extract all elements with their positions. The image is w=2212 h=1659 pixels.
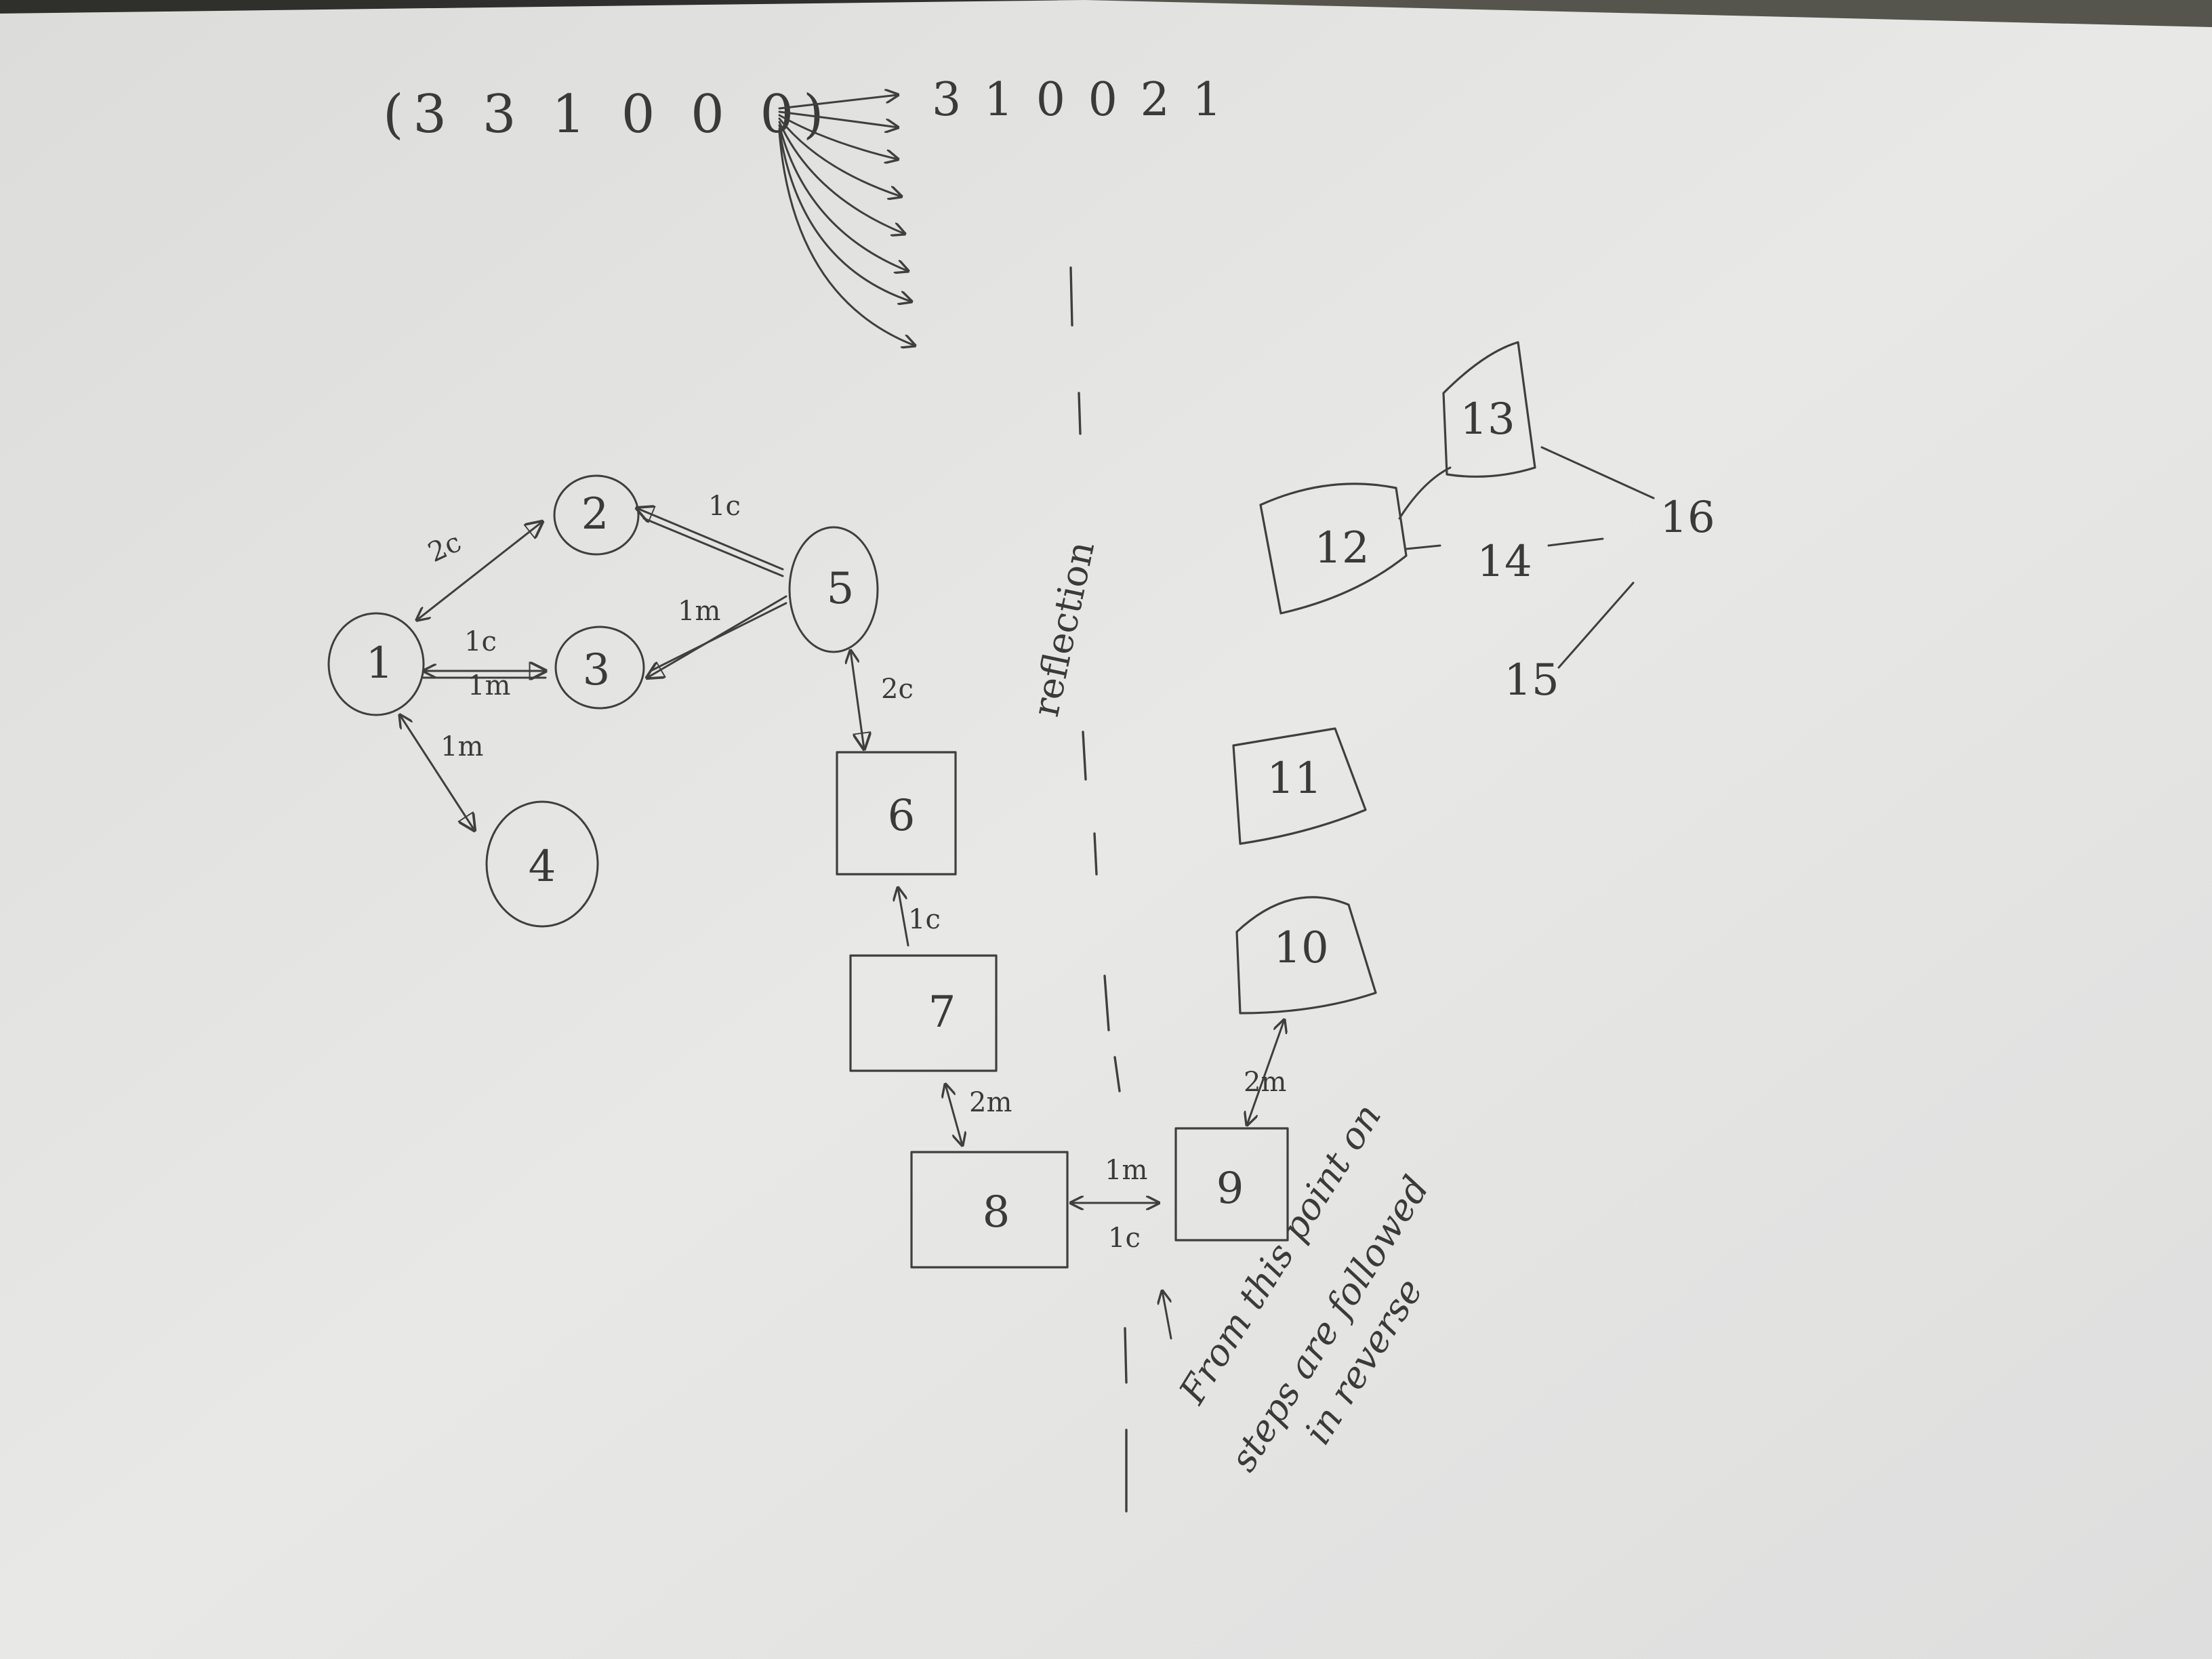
node-4-label: 4 [529, 842, 556, 892]
pointer-arrow [1162, 1291, 1172, 1340]
node-4-circle [485, 800, 599, 928]
edge-label-9-10: 2m [1244, 1067, 1286, 1098]
edge-12-13 [1398, 466, 1452, 520]
divider-dash-1 [1069, 266, 1073, 327]
divider-dash-7 [1124, 1327, 1128, 1384]
fan-arrow-8 [778, 131, 915, 346]
edge-label-2-5: 1c [708, 491, 741, 522]
edge-15-16 [1557, 581, 1635, 669]
node-14-label: 14 [1477, 537, 1532, 587]
node-2-label: 2 [581, 489, 609, 539]
node-11-box [1232, 727, 1367, 845]
edge-1-4 [400, 715, 474, 830]
edge-label-1-4: 1m [441, 731, 483, 762]
edge-13-16 [1540, 446, 1655, 499]
edge-1-2 [417, 522, 542, 620]
goal-state: 3 1 0 0 2 1 [932, 73, 1226, 127]
edge-label-7-8: 2m [969, 1087, 1012, 1118]
fan-arrow-2 [778, 110, 898, 127]
edge-7-8 [945, 1084, 962, 1145]
fan-arrow-7 [778, 127, 912, 302]
pointer-arrow-shaft [1162, 1291, 1172, 1340]
node-1-label: 1 [366, 638, 394, 689]
divider-dash-4 [1093, 832, 1098, 876]
edge-14-16 [1547, 537, 1604, 547]
edge-2-5-b [642, 517, 784, 577]
edge-label-1-3-top: 1c [464, 626, 497, 657]
node-8-box [910, 1151, 1069, 1269]
node-12-label: 12 [1314, 523, 1369, 573]
edge-label-1-3-bottom: 1m [468, 670, 510, 701]
fan-arrow-3 [778, 114, 898, 159]
edge-2-5 [637, 508, 784, 571]
edge-label-8-9-bottom: 1c [1108, 1223, 1141, 1254]
start-state: (3 3 1 0 0 0) [383, 84, 834, 145]
edge-6-7 [898, 888, 909, 947]
node-7-box [849, 954, 998, 1072]
edge-12-14 [1405, 544, 1441, 550]
divider-dash-6 [1113, 1056, 1121, 1092]
node-5-circle [788, 526, 879, 653]
divider-dash-3 [1082, 731, 1087, 781]
fan-arrow-5 [778, 121, 905, 234]
node-15-label: 15 [1504, 655, 1559, 705]
node-3-circle [554, 626, 645, 710]
edge-5-6 [851, 651, 864, 749]
edge-label-5-6: 2c [881, 674, 914, 705]
node-10-box [1235, 896, 1377, 1015]
fan-arrow-1 [778, 95, 898, 110]
node-10-label: 10 [1273, 923, 1328, 973]
edge-label-3-5: 1m [678, 596, 720, 627]
node-6-label: 6 [888, 791, 916, 841]
node-13-label: 13 [1460, 394, 1515, 445]
node-9-box [1174, 1127, 1289, 1242]
node-8-label: 8 [983, 1187, 1010, 1237]
node-5-label: 5 [827, 564, 855, 614]
node-11-label: 11 [1267, 754, 1322, 804]
node-7-label: 7 [928, 987, 956, 1038]
edge-label-8-9-top: 1m [1105, 1155, 1147, 1186]
reflection-divider [1069, 266, 1128, 1513]
node-2-circle [553, 474, 640, 556]
node-9-label: 9 [1216, 1164, 1244, 1214]
edge-3-5-b [649, 602, 787, 672]
node-3-label: 3 [583, 645, 611, 695]
node-16-label: 16 [1660, 493, 1715, 543]
fan-arrow-6 [778, 124, 908, 271]
fan-arrow-4 [778, 117, 901, 197]
divider-dash-5 [1103, 975, 1110, 1031]
edge-label-6-7: 1c [908, 904, 941, 935]
edge-9-10 [1247, 1020, 1284, 1125]
node-1-circle [327, 612, 425, 716]
node-13-box [1442, 341, 1536, 478]
node-12-box [1259, 483, 1408, 615]
branching-arrows [778, 95, 915, 346]
node-6-box [836, 751, 957, 876]
divider-dash-2 [1078, 392, 1082, 435]
